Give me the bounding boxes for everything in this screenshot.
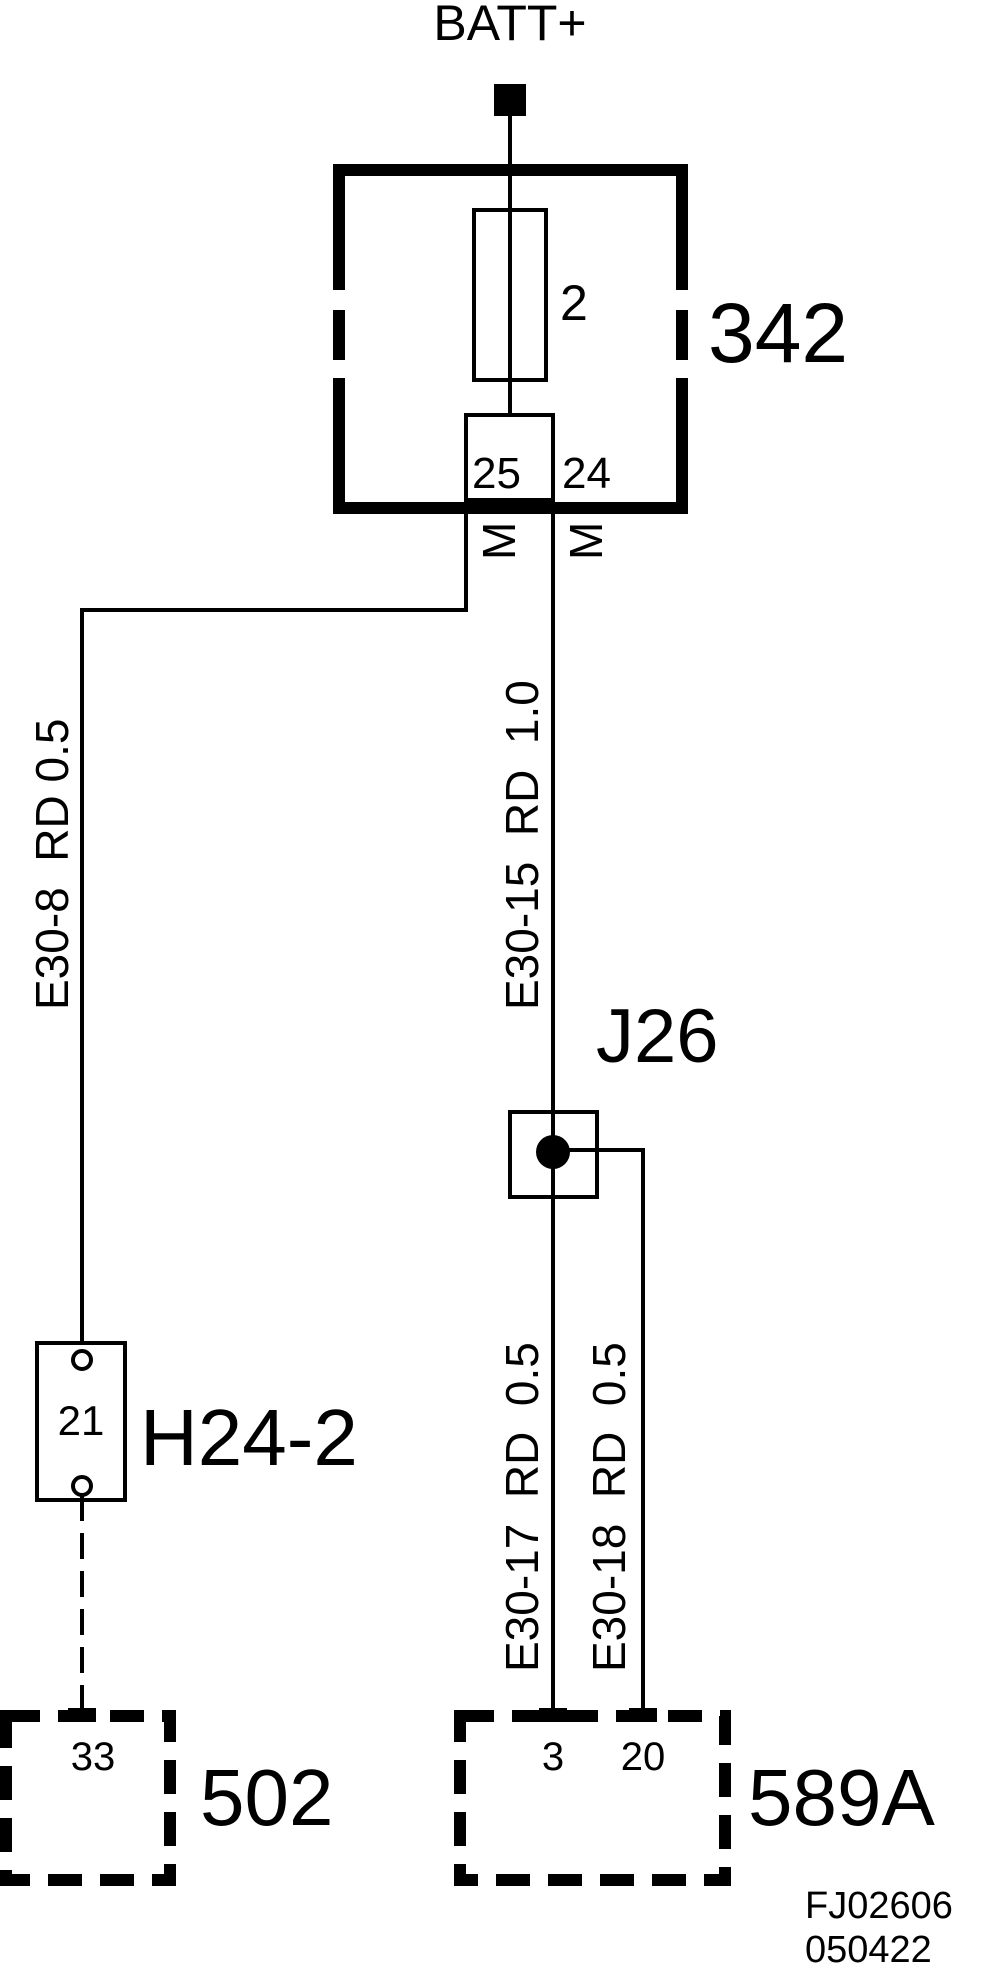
reference-code: FJ02606 bbox=[805, 1885, 953, 1927]
component-589a-pin-3: 3 bbox=[542, 1735, 564, 1779]
component-589a bbox=[454, 1710, 731, 1886]
pin-24: 24 bbox=[562, 449, 611, 498]
fuse-number: 2 bbox=[560, 275, 588, 331]
splice-j26 bbox=[508, 1110, 599, 1199]
component-589a-pin-3-mark bbox=[539, 1708, 567, 1722]
wire-label-e30-15: E30-15 RD 1.0 bbox=[496, 680, 548, 1010]
splice-id: J26 bbox=[596, 994, 719, 1079]
pin-25-type: M bbox=[473, 522, 525, 560]
pin-24-type: M bbox=[560, 522, 612, 560]
wires bbox=[80, 500, 645, 1712]
component-589a-id: 589A bbox=[748, 1753, 935, 1842]
component-502-pin: 33 bbox=[71, 1735, 116, 1779]
splice-dot bbox=[536, 1135, 570, 1169]
component-502-pin-mark bbox=[68, 1708, 96, 1722]
component-589a-pin-20: 20 bbox=[621, 1735, 666, 1779]
batt-plus-label: BATT+ bbox=[433, 0, 586, 51]
connector-id: H24-2 bbox=[140, 1393, 358, 1482]
fuse-box-id: 342 bbox=[708, 286, 848, 380]
pin-block bbox=[464, 413, 555, 502]
wire-label-e30-18: E30-18 RD 0.5 bbox=[583, 1342, 635, 1672]
component-589a-pin-20-mark bbox=[629, 1708, 657, 1722]
connector-pin: 21 bbox=[58, 1397, 105, 1444]
pin-25: 25 bbox=[472, 449, 521, 498]
reference-date: 050422 bbox=[805, 1929, 932, 1971]
component-502-id: 502 bbox=[200, 1753, 333, 1842]
wire-label-e30-8: E30-8 RD 0.5 bbox=[26, 719, 78, 1010]
connector-pin-bottom bbox=[71, 1475, 93, 1497]
wire-label-e30-17: E30-17 RD 0.5 bbox=[496, 1342, 548, 1672]
connector-pin-top bbox=[71, 1349, 93, 1371]
